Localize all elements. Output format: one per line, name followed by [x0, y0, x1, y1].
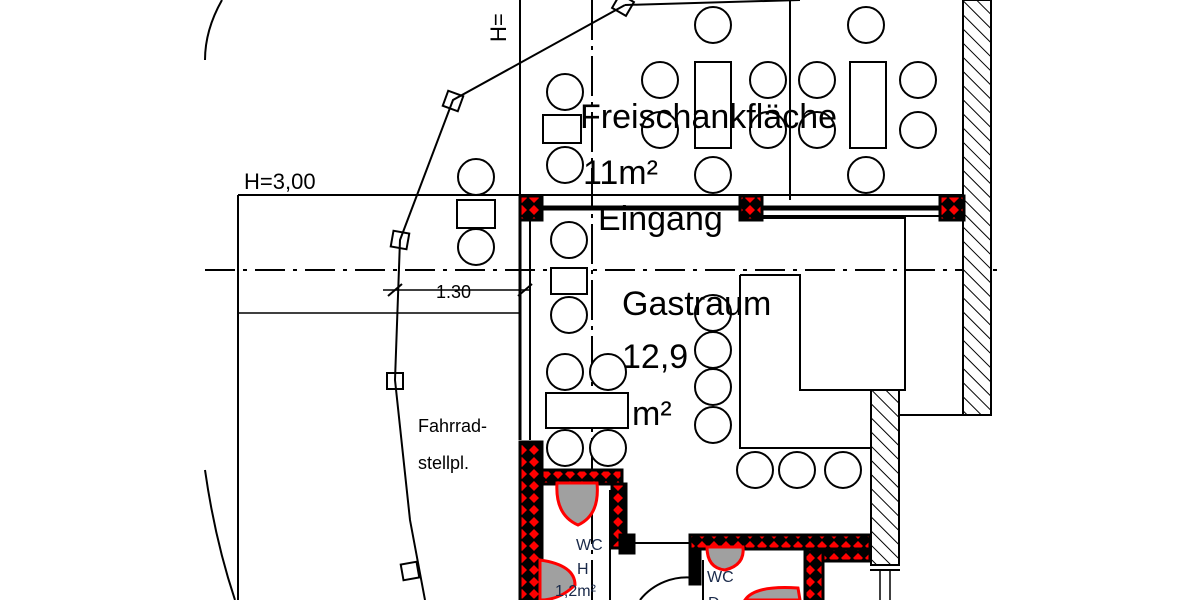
wc-men-label: WC [576, 537, 603, 554]
height-label-rotated: H= [486, 13, 511, 42]
wc-women-label: WC [707, 569, 734, 586]
area-size-indoor-line1: 12,9 [622, 338, 688, 376]
area-size-outdoor: 11m² [583, 154, 658, 192]
toilet-icon [743, 586, 802, 600]
bike-parking-label-1: Fahrrad- [418, 416, 487, 436]
toilet-icon [705, 545, 745, 572]
plan-lines [205, 0, 1000, 600]
toilet-fixtures [538, 481, 802, 600]
tables [456, 61, 887, 429]
wc-men-sub: H [577, 561, 589, 578]
bike-parking-label-2: stellpl. [418, 453, 469, 473]
toilet-icon [555, 481, 599, 527]
entrance-label: Eingang [598, 200, 723, 238]
area-size-indoor-line2: m² [632, 395, 672, 433]
area-name-freischankflaeche: Freischankfläche [580, 98, 837, 136]
area-name-gastraum: Gastraum [622, 285, 771, 323]
dimension-label: 1.30 [436, 282, 471, 302]
chairs [457, 6, 937, 489]
wc-men-area: 1,2m² [555, 583, 597, 600]
height-label: H=3,00 [244, 169, 316, 194]
toilet-icon [538, 558, 577, 600]
wc-women-sub: D [708, 595, 720, 600]
property-boundary [204, 0, 801, 600]
exterior-wall-hatched [870, 0, 992, 566]
